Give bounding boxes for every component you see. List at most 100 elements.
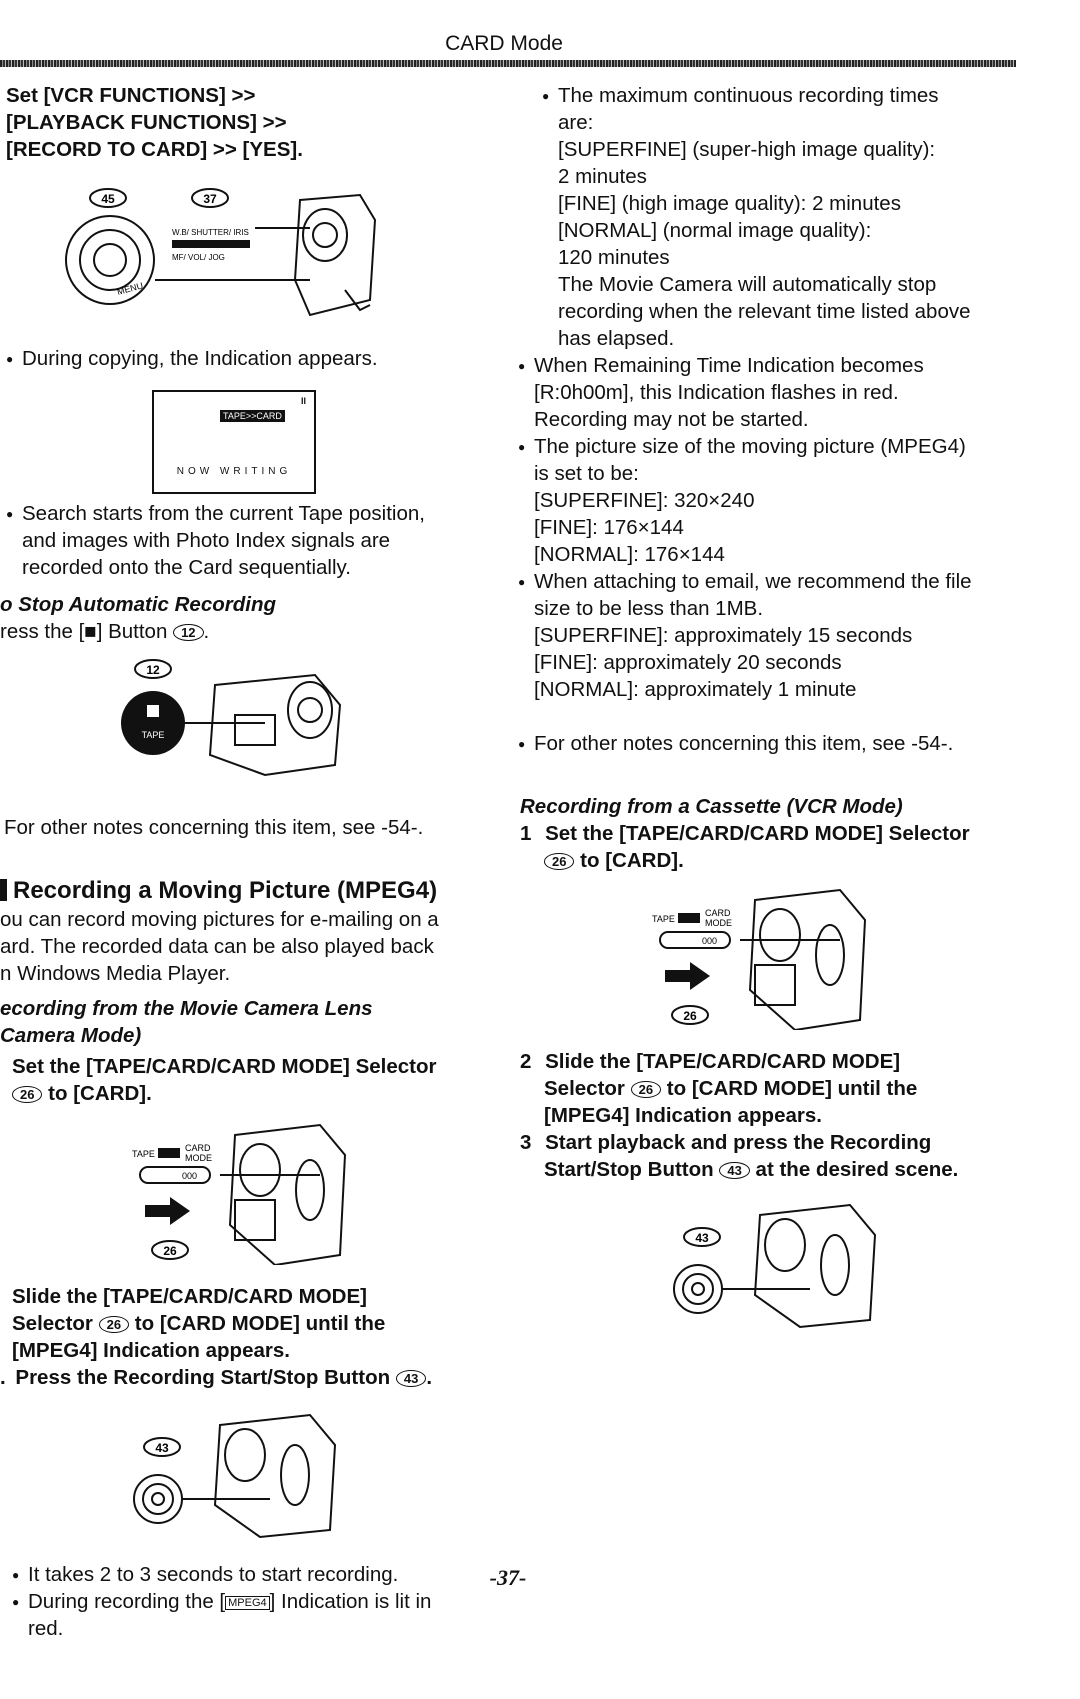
email-line-3: [SUPERFINE]: approximately 15 seconds — [534, 624, 913, 647]
stop-button-figure: 12 TAPE — [121, 659, 342, 777]
lcd-corner-mark: II — [300, 396, 306, 406]
bullet-during-text-a: During recording the [ — [28, 1590, 226, 1613]
left-step2-selector: Selector — [12, 1312, 93, 1335]
right-step3-text: Start playback and press the Recording — [545, 1131, 932, 1154]
stop-recording-heading: o Stop Automatic Recording — [0, 593, 276, 616]
picture-size-line-1: The picture size of the moving picture (… — [518, 433, 966, 461]
max-times-line-7: 120 minutes — [558, 246, 670, 269]
bullet-search-line-2: and images with Photo Index signals are — [22, 529, 391, 552]
callout-37: 37 — [203, 192, 217, 206]
bullet-during-recording-line-1: During recording the [MPEG4] Indication … — [12, 1588, 432, 1617]
intro-line-2: ard. The recorded data can be also playe… — [0, 935, 434, 958]
step-set-line-2: [PLAYBACK FUNCTIONS] >> — [6, 111, 287, 134]
lens-heading-line-2: Camera Mode) — [0, 1024, 142, 1047]
right-step3-line-2-text: at the desired scene. — [755, 1158, 959, 1181]
callout-43: 43 — [155, 1441, 169, 1455]
picture-size-line-4: [FINE]: 176×144 — [534, 516, 684, 539]
left-step2-line-3: [MPEG4] Indication appears. — [12, 1339, 290, 1362]
left-step3-number: . — [0, 1366, 6, 1389]
remaining-line-1: When Remaining Time Indication becomes — [518, 352, 924, 380]
other-notes-left: For other notes concerning this item, se… — [4, 816, 424, 839]
right-step2-line-2: Selector 26 to [CARD MODE] until the — [544, 1075, 917, 1102]
callout-12: 12 — [146, 663, 160, 677]
picture-size-line-5: [NORMAL]: 176×144 — [534, 543, 725, 566]
lcd-tape-card-indicator: TAPE>>CARD — [220, 410, 285, 422]
right-step2-line-3: [MPEG4] Indication appears. — [544, 1104, 822, 1127]
intro-line-3: n Windows Media Player. — [0, 962, 231, 985]
selector-counter: 000 — [182, 1171, 197, 1181]
left-step2-line-1: Slide the [TAPE/CARD/CARD MODE] — [12, 1285, 367, 1308]
lens-heading-line-1: ecording from the Movie Camera Lens — [0, 997, 373, 1020]
callout-45: 45 — [101, 192, 115, 206]
selector-label-card-r: CARD — [705, 908, 731, 918]
section-title-text: Recording a Moving Picture (MPEG4) — [13, 877, 438, 904]
stop-recording-text-body: ress the [■] Button — [0, 620, 168, 643]
menu-label: MENU — [116, 280, 144, 297]
left-step2-line-2-text: to [CARD MODE] until the — [134, 1312, 386, 1335]
left-step1-line-1: Set the [TAPE/CARD/CARD MODE] Selector — [12, 1055, 437, 1078]
callout-12-inline: 12 — [173, 624, 204, 642]
bullet-during-copying: During copying, the Indication appears. — [6, 345, 378, 373]
right-step1-line-2: 26 to [CARD]. — [544, 847, 684, 874]
selector-figure-left: TAPE CARD MODE 000 26 — [132, 1123, 347, 1265]
right-step1-line-2-text: to [CARD]. — [580, 849, 684, 872]
callout-26-inline-step2: 26 — [98, 1316, 130, 1334]
left-step2-line-2: Selector 26 to [CARD MODE] until the — [12, 1310, 385, 1337]
max-times-line-2: are: — [558, 111, 594, 134]
panel-label-bottom: MF/ VOL/ JOG — [172, 253, 225, 262]
selector-label-tape: TAPE — [132, 1149, 155, 1159]
page-header-title: CARD Mode — [445, 32, 563, 55]
step-set-line-1: Set [VCR FUNCTIONS] >> — [6, 84, 256, 107]
max-times-line-8: The Movie Camera will automatically stop — [558, 273, 937, 296]
lcd-status-text: NOW WRITING — [176, 466, 292, 477]
email-line-5: [NORMAL]: approximately 1 minute — [534, 678, 857, 701]
picture-size-line-3: [SUPERFINE]: 320×240 — [534, 489, 755, 512]
page-number: -37- — [489, 1565, 527, 1590]
bullet-during-text-b: ] Indication is lit in — [269, 1590, 432, 1613]
callout-26-r: 26 — [683, 1009, 697, 1023]
selector-counter-r: 000 — [702, 936, 717, 946]
right-step2-number: 2 — [520, 1050, 532, 1073]
left-step1-line-2-text: to [CARD]. — [48, 1082, 152, 1105]
stop-button-label: TAPE — [142, 730, 165, 740]
left-step3-text: Press the Recording Start/Stop Button — [15, 1366, 391, 1389]
rec-button-figure-right: 43 — [673, 1203, 877, 1329]
selector-label-mode: MODE — [185, 1153, 212, 1163]
right-step2-text: Slide the [TAPE/CARD/CARD MODE] — [545, 1050, 901, 1073]
callout-43-inline-right: 43 — [719, 1162, 750, 1180]
cassette-heading: Recording from a Cassette (VCR Mode) — [520, 795, 903, 818]
picture-size-line-2: is set to be: — [534, 462, 639, 485]
right-step3-line-2: Start/Stop Button 43 at the desired scen… — [544, 1156, 958, 1183]
bullet-during-recording-line-2: red. — [28, 1617, 64, 1640]
bullet-takes-seconds: It takes 2 to 3 seconds to start recordi… — [12, 1561, 398, 1589]
header-rule — [0, 60, 1016, 67]
callout-26-inline-right: 26 — [544, 853, 575, 871]
right-step2-line-2-text: to [CARD MODE] until the — [666, 1077, 918, 1100]
selector-figure-right: TAPE CARD MODE 000 26 — [652, 888, 867, 1030]
right-step2-line-1: 2 Slide the [TAPE/CARD/CARD MODE] — [520, 1048, 900, 1075]
remaining-line-3: Recording may not be started. — [534, 408, 809, 431]
selector-label-mode-r: MODE — [705, 918, 732, 928]
lcd-display: II TAPE>>CARD NOW WRITING — [152, 390, 316, 494]
callout-26-inline-right-step2: 26 — [630, 1081, 662, 1099]
section-heading-marker — [0, 879, 7, 901]
selector-label-tape-r: TAPE — [652, 914, 675, 924]
step-set-line-3: [RECORD TO CARD] >> [YES]. — [6, 138, 303, 161]
right-step3-number: 3 — [520, 1131, 532, 1154]
left-step3-line: . Press the Recording Start/Stop Button … — [0, 1366, 433, 1389]
panel-label-top: W.B/ SHUTTER/ IRIS — [172, 228, 249, 237]
selector-label-card: CARD — [185, 1143, 211, 1153]
right-step3-line-1: 3 Start playback and press the Recording — [520, 1129, 931, 1156]
email-line-2: size to be less than 1MB. — [534, 597, 764, 620]
menu-dial-figure: 45 37 MENU W.B/ SHUTTER/ IRIS MF/ VOL/ J… — [65, 188, 377, 317]
stop-recording-text: ress the [■] Button 12. — [0, 620, 210, 643]
bullet-search-line-1: Search starts from the current Tape posi… — [6, 500, 425, 528]
max-times-line-1: The maximum continuous recording times — [542, 82, 939, 110]
max-times-line-9: recording when the relevant time listed … — [558, 300, 971, 323]
right-step1-line-1: 1 Set the [TAPE/CARD/CARD MODE] Selector — [520, 820, 970, 847]
callout-26: 26 — [163, 1244, 177, 1258]
email-line-1: When attaching to email, we recommend th… — [518, 568, 972, 596]
mpeg4-icon: MPEG4 — [225, 1596, 270, 1610]
section-title: Recording a Moving Picture (MPEG4) — [0, 877, 437, 904]
callout-43-r: 43 — [695, 1231, 709, 1245]
